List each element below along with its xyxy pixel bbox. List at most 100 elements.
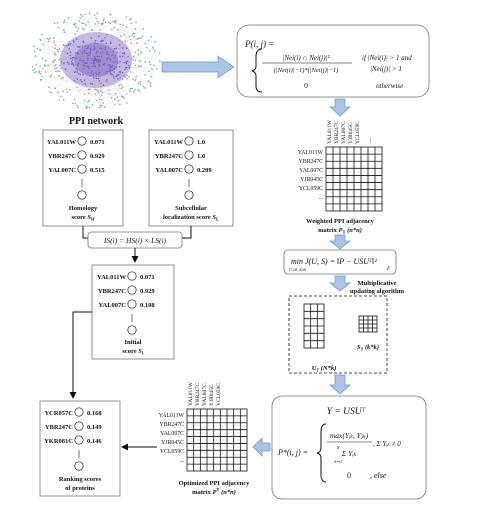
pij-lhs: P(i, j) = <box>244 39 274 49</box>
weighted_matrix-col-1: YBR247C <box>334 120 340 144</box>
subcellular-label-1: Subcellular <box>175 205 207 212</box>
pij-formula-box: P(i, j) = |Nei(i) ∩ Nei(j)|² (|Nei(i)|−1… <box>236 24 430 98</box>
weighted_matrix-col-3: YJR045C <box>348 122 354 144</box>
weighted_matrix-row-3: YJR045C <box>300 177 323 183</box>
homology-label-1: Homology <box>69 205 98 212</box>
optimized-matrix-row-labels: YAL011WYBR247CYAL007CYJR045CYCL059C... <box>159 413 185 464</box>
pij-case1-cond2: |Nei(j)| > 1 <box>370 65 402 73</box>
weighted_matrix-col-more: | <box>370 138 371 144</box>
optimized_matrix-row-4: YCL059C <box>160 449 184 455</box>
optimized-matrix-caption-1: Optimized PPI adjacency <box>179 480 251 487</box>
initial-value-1: 0.929 <box>140 288 155 295</box>
arrow-matrix-to-nmf <box>329 234 351 250</box>
arrow-reconstruct-to-optimized <box>252 437 271 457</box>
subcellular-protein-2: YAL007C <box>155 167 183 174</box>
pstar-lhs: P*(i, j) = <box>277 448 308 457</box>
initial-label-1: Initial <box>125 339 142 346</box>
subcellular-node-more <box>184 190 194 200</box>
optimized_matrix-row-5: ... <box>180 458 185 464</box>
else-cond: , else <box>370 471 387 480</box>
nmf-constraint: U≥0, S≥0 <box>289 267 307 273</box>
optimized_matrix-col-4: YCL059C <box>216 383 222 406</box>
optimized-matrix-caption-2: matrix PT (n*n) <box>192 487 236 496</box>
ranking-protein-2: YKR081C <box>44 438 73 445</box>
homology-value-2: 0.515 <box>90 167 105 174</box>
optimized_matrix-col-3: YJR045C <box>209 384 215 406</box>
ranking-label-2: of proteins <box>65 485 95 492</box>
ranking-value-1: 0.149 <box>87 424 102 431</box>
subcellular-protein-1: YBR247C <box>155 153 183 160</box>
update-label-2: updating algorithm <box>350 288 405 295</box>
homology-node-0 <box>77 136 87 146</box>
ranking-node-1 <box>74 421 84 431</box>
weighted-matrix-grid <box>325 146 383 212</box>
ranking-protein-1: YBR247C <box>45 424 73 431</box>
ranking-node-more <box>74 461 84 471</box>
homology-protein-1: YBR247C <box>48 153 76 160</box>
weighted_matrix-row-4: YCL059C <box>299 186 323 192</box>
optimized_matrix-row-2: YAL007C <box>160 431 184 437</box>
weighted_matrix-col-4: YCL059C <box>355 121 361 144</box>
sum-top: N <box>335 445 340 450</box>
initial-node-more <box>127 325 137 335</box>
arrow-factors-to-reconstruct <box>329 374 351 395</box>
pij-case1-cond1: if |Nei(i)| > 1 and <box>362 54 412 62</box>
optimized_matrix-row-3: YJR045C <box>161 440 184 446</box>
subcellular-value-2: 0.209 <box>197 167 212 174</box>
ranking-value-0: 0.168 <box>87 410 102 417</box>
weighted_matrix-row-0: YAL011W <box>298 150 324 156</box>
subcellular-value-0: 1.0 <box>197 139 205 146</box>
arrow-formula-to-matrix <box>329 98 351 117</box>
optimized-matrix-frame <box>186 408 248 472</box>
initial-node-1 <box>127 285 137 295</box>
initial-protein-2: YAL007C <box>98 302 126 309</box>
reconstruct-box: Y = USUᵀ P*(i, j) = max(Yᵢₖ, Yⱼₖ) N Σ Yᵢ… <box>271 395 427 500</box>
subcellular-protein-0: YAL011W <box>154 139 184 146</box>
pij-case2-cond: otherwise <box>376 82 403 90</box>
weighted-matrix-caption-2: matrix PT (n*n) <box>318 227 362 235</box>
optimized_matrix-col-2: YAL007C <box>202 383 208 406</box>
pij-case2-val: 0 <box>304 81 308 90</box>
weighted_matrix-row-5: ... <box>319 195 324 201</box>
subcellular-node-1 <box>184 150 194 160</box>
initial-protein-1: YBR247C <box>98 288 126 295</box>
subcellular-label-2: localization score SL <box>163 214 219 222</box>
weighted_matrix-col-2: YAL007C <box>341 121 347 144</box>
optimized-matrix-grid <box>186 408 248 472</box>
homology-value-1: 0.929 <box>90 153 105 160</box>
subcellular-node-0 <box>184 136 194 146</box>
pij-case1-num: |Nei(i) ∩ Nei(j)|² <box>282 54 330 62</box>
initial-protein-0: YAL011W <box>97 274 127 281</box>
homology-protein-0: YAL011W <box>47 139 77 146</box>
homology-protein-2: YAL007C <box>48 167 76 174</box>
weighted_matrix-col-0: YAL011W <box>327 119 333 144</box>
u-matrix-grid <box>303 303 325 349</box>
homology-node-2 <box>77 164 87 174</box>
u-matrix-label: UT (N*k) <box>312 365 337 373</box>
factors-box: UT (N*k) ST (k*k) <box>288 295 388 374</box>
homology-label-2: score SH <box>71 214 95 222</box>
y-formula: Y = USUᵀ <box>327 407 366 417</box>
initial-value-0: 0.071 <box>140 274 155 281</box>
ranking-label-1: Ranking scores <box>59 476 102 483</box>
network-caption: PPI network <box>69 116 124 127</box>
ranking-node-0 <box>74 407 84 417</box>
ranking-node-2 <box>74 435 84 445</box>
homology-node-more <box>77 190 87 200</box>
initial-label-2: score SI <box>122 348 144 356</box>
is-formula: IS(i) = HS(i) × LS(i) <box>103 236 167 245</box>
arrow-network-to-formula <box>161 55 235 79</box>
sum-cond: , Σ Yᵢₖ ≠ 0 <box>373 440 401 448</box>
nmf-norm-sub: F <box>386 267 391 272</box>
ranking-value-2: 0.146 <box>87 438 102 445</box>
s-matrix-grid <box>358 315 378 333</box>
ppi-network-image <box>31 12 161 110</box>
subcellular-node-2 <box>184 164 194 174</box>
sum-den: Σ Yᵢₖ <box>341 449 357 458</box>
